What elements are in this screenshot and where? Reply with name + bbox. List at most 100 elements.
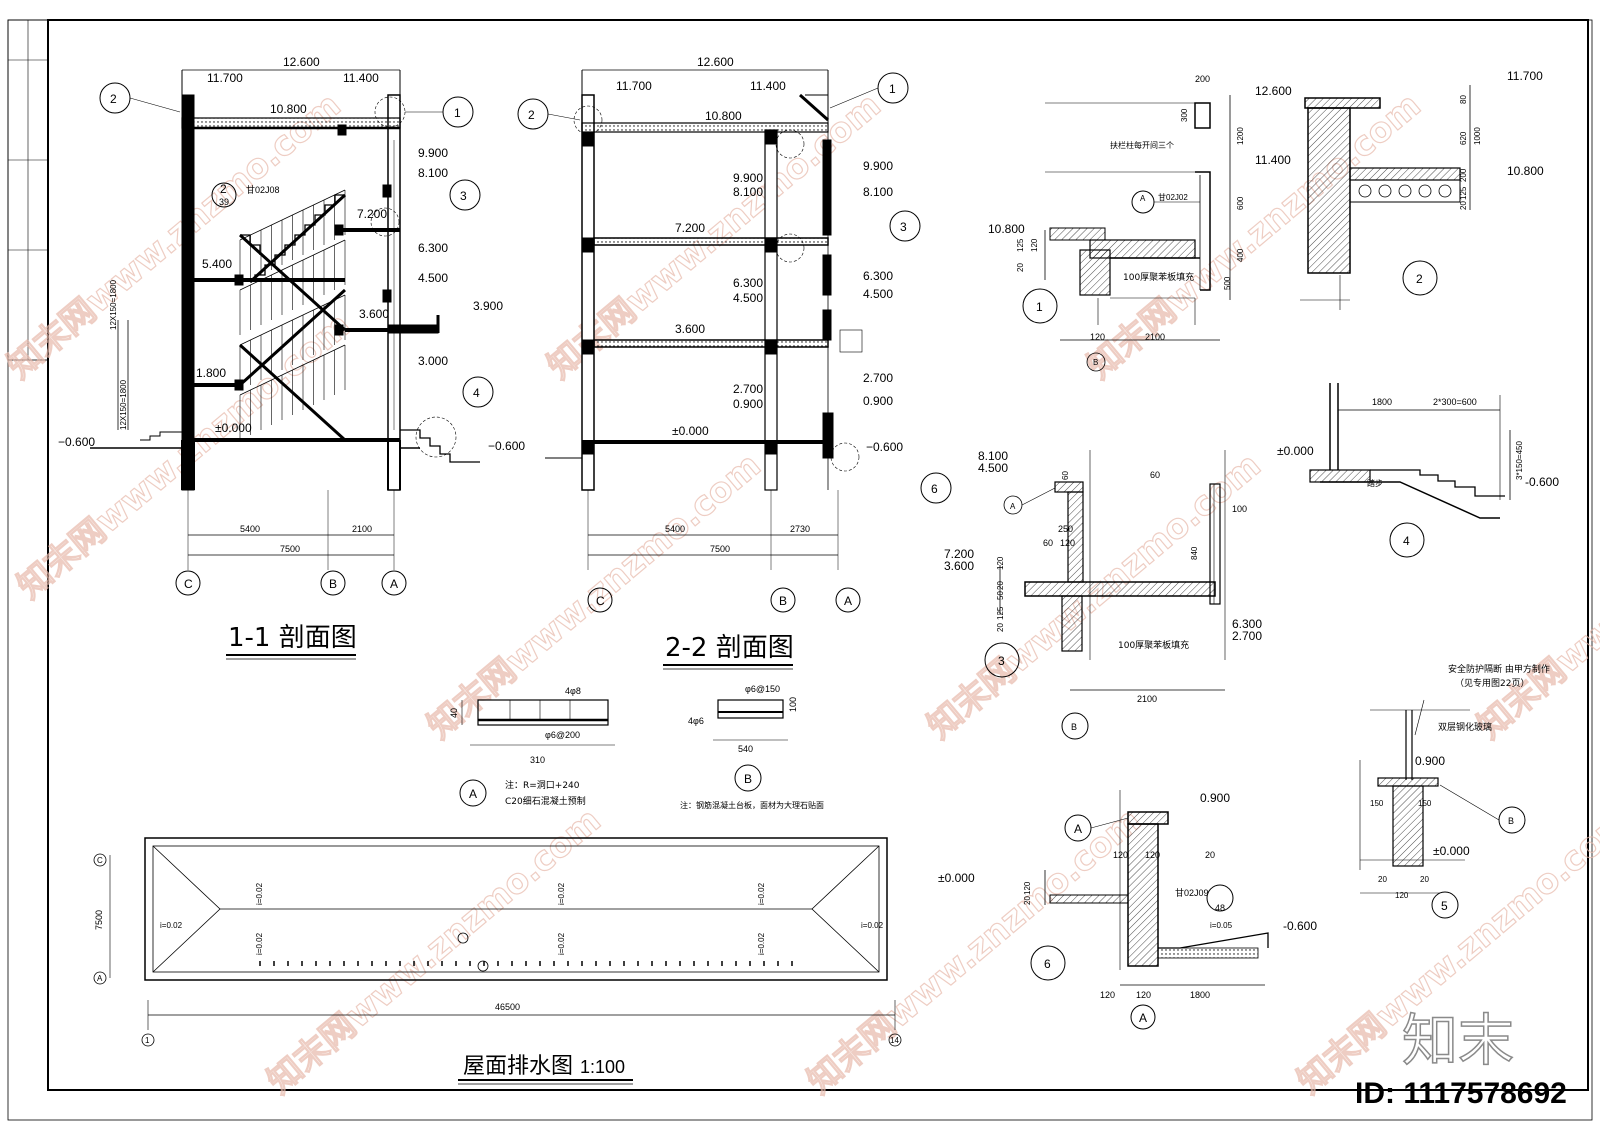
svg-text:甘02J08: 甘02J08 [246, 184, 280, 195]
svg-text:±0.000: ±0.000 [1277, 444, 1314, 458]
svg-text:7.200: 7.200 [357, 207, 387, 221]
detail-3 [984, 450, 1226, 740]
svg-text:4.500: 4.500 [863, 287, 893, 301]
svg-text:A: A [97, 974, 103, 983]
svg-text:120: 120 [1023, 881, 1032, 895]
detail-4 [1309, 383, 1511, 558]
svg-text:−0.600: −0.600 [58, 435, 95, 449]
svg-text:150: 150 [1370, 799, 1384, 808]
svg-text:C: C [97, 856, 103, 865]
sheet-border [7, 19, 1593, 1121]
svg-text:8.100: 8.100 [863, 185, 893, 199]
svg-text:-0.600: -0.600 [1525, 475, 1559, 489]
svg-text:120: 120 [1145, 850, 1160, 860]
svg-text:B: B [779, 594, 787, 608]
svg-text:4.500: 4.500 [733, 291, 763, 305]
svg-text:1: 1 [454, 106, 461, 120]
svg-text:540: 540 [738, 744, 753, 754]
svg-text:7500: 7500 [280, 544, 300, 554]
svg-text:（见专用图22页）: （见专用图22页） [1455, 677, 1529, 689]
svg-text:1000: 1000 [1473, 127, 1482, 145]
svg-text:50: 50 [996, 591, 1005, 600]
svg-text:6.300: 6.300 [863, 269, 893, 283]
svg-text:11.400: 11.400 [1255, 153, 1291, 167]
detail-3-text: 8.100 4.500 7.200 3.600 6.300 2.700 60 6… [944, 449, 1262, 732]
svg-text:5.400: 5.400 [202, 257, 232, 271]
svg-text:0.900: 0.900 [863, 394, 893, 408]
svg-text:i=0.02: i=0.02 [757, 882, 766, 905]
section-2-2-text: 12.600 11.700 11.400 10.800 9.900 8.100 … [528, 55, 938, 663]
svg-text:2: 2 [528, 108, 535, 122]
svg-text:C20细石混凝土预制: C20细石混凝土预制 [505, 795, 586, 807]
svg-text:A: A [844, 594, 852, 608]
svg-text:600: 600 [1236, 196, 1245, 210]
svg-text:8.100: 8.100 [978, 449, 1008, 463]
svg-text:8.100: 8.100 [418, 166, 448, 180]
section-1-1 [90, 69, 494, 660]
svg-text:300: 300 [1180, 108, 1189, 122]
svg-text:20: 20 [1378, 875, 1387, 884]
svg-text:3: 3 [900, 220, 907, 234]
svg-text:φ6@150: φ6@150 [745, 684, 780, 694]
svg-text:10.800: 10.800 [705, 109, 742, 123]
svg-text:i=0.02: i=0.02 [255, 932, 264, 955]
svg-text:12X150=1800: 12X150=1800 [109, 279, 118, 330]
svg-text:9.900: 9.900 [863, 159, 893, 173]
svg-text:4: 4 [473, 386, 480, 400]
svg-text:2: 2 [110, 92, 117, 106]
svg-text:7.200: 7.200 [675, 221, 705, 235]
detail-2-text: 11.700 10.800 80 620 1000 200 125 20 2 [1416, 69, 1544, 286]
svg-text:±0.000: ±0.000 [672, 424, 709, 438]
svg-text:20: 20 [1420, 875, 1429, 884]
svg-text:120: 120 [1090, 332, 1105, 342]
svg-text:11.700: 11.700 [1507, 69, 1543, 83]
svg-text:6.300: 6.300 [1232, 617, 1262, 631]
svg-text:0.900: 0.900 [1200, 791, 1230, 805]
svg-text:100厚聚苯板填充: 100厚聚苯板填充 [1123, 271, 1194, 283]
svg-text:125: 125 [996, 606, 1005, 620]
svg-text:A: A [1010, 502, 1016, 511]
svg-text:2.700: 2.700 [1232, 629, 1262, 643]
detail-4-text: 1800 2*300=600 ±0.000 -0.600 3*150=450 踏… [1277, 397, 1559, 548]
detail-1-text: 200 12.600 11.400 10.800 300 1200 600 40… [988, 74, 1292, 367]
svg-text:120: 120 [1113, 850, 1128, 860]
svg-text:甘02J09: 甘02J09 [1175, 887, 1209, 898]
svg-text:400: 400 [1236, 248, 1245, 262]
svg-text:1.800: 1.800 [196, 366, 226, 380]
svg-text:20: 20 [1459, 201, 1468, 210]
svg-text:1: 1 [1036, 300, 1043, 314]
svg-text:注：钢筋混凝土台板，面材为大理石贴面: 注：钢筋混凝土台板，面材为大理石贴面 [680, 800, 824, 810]
svg-text:120: 120 [1395, 891, 1409, 900]
svg-text:i=0.02: i=0.02 [557, 882, 566, 905]
svg-text:10.800: 10.800 [1507, 164, 1544, 178]
svg-text:±0.000: ±0.000 [215, 421, 252, 435]
svg-text:6: 6 [931, 482, 938, 496]
svg-text:20: 20 [1023, 896, 1032, 905]
section-1-1-text: 12.600 11.700 11.400 10.800 9.900 8.100 … [58, 55, 525, 653]
svg-text:6.300: 6.300 [418, 241, 448, 255]
svg-text:B: B [1093, 358, 1098, 367]
id-label: ID: 1117578692 [1355, 1077, 1567, 1110]
svg-text:B: B [329, 577, 337, 591]
svg-text:3.600: 3.600 [359, 307, 389, 321]
svg-text:踏步: 踏步 [1367, 478, 1383, 488]
detail-5 [1359, 699, 1526, 919]
svg-text:4φ8: 4φ8 [565, 686, 581, 696]
svg-text:120: 120 [1060, 538, 1075, 548]
svg-text:2100: 2100 [1137, 694, 1157, 704]
svg-text:46500: 46500 [495, 1002, 520, 1012]
svg-text:C: C [184, 577, 193, 591]
svg-text:扶栏柱每开间三个: 扶栏柱每开间三个 [1110, 140, 1174, 150]
svg-text:20: 20 [1205, 850, 1215, 860]
svg-text:知末网www.znzmo.com: 知末网www.znzmo.com [1470, 445, 1600, 747]
svg-text:100: 100 [788, 697, 798, 712]
svg-text:125: 125 [1459, 186, 1468, 200]
svg-text:1: 1 [145, 1036, 150, 1045]
svg-text:i=0.02: i=0.02 [160, 921, 183, 930]
svg-text:i=0.02: i=0.02 [557, 932, 566, 955]
svg-text:120: 120 [1100, 990, 1115, 1000]
svg-text:2*300=600: 2*300=600 [1433, 397, 1477, 407]
svg-text:i=0.02: i=0.02 [861, 921, 884, 930]
svg-text:4φ6: 4φ6 [688, 716, 704, 726]
svg-text:知末网www.znzmo.com: 知末网www.znzmo.com [1080, 85, 1429, 387]
